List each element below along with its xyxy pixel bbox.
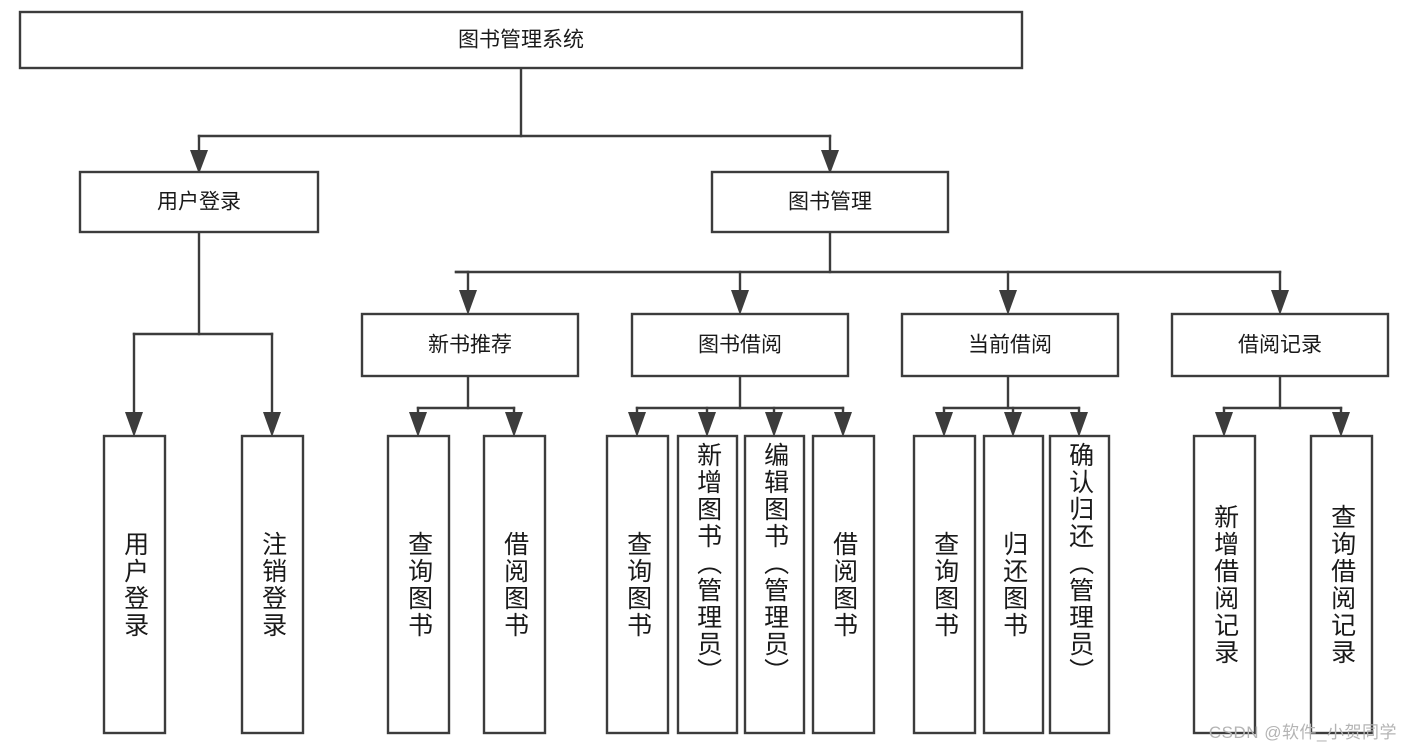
node-book-manage-label: 图书管理 [788, 191, 872, 214]
node-root[interactable]: 图书管理系统 [18, 10, 1024, 70]
node-leaf-return-book-box[interactable] [982, 434, 1045, 735]
node-book-manage-box[interactable] [710, 170, 950, 234]
arrow-head-leaf-return-book [1004, 412, 1022, 437]
node-leaf-borrow-book-1-box[interactable] [482, 434, 547, 735]
node-new-book-rec-label: 新书推荐 [428, 334, 512, 357]
arrow-head-leaf-add-record [1215, 412, 1233, 437]
csdn-watermark: CSDN @软件_小贺同学 [1208, 723, 1397, 742]
node-leaf-edit-book-box[interactable] [743, 434, 806, 735]
node-book-manage[interactable]: 图书管理 [710, 170, 950, 234]
arrow-head-leaf-add-book [698, 412, 716, 437]
node-current-borrow-label: 当前借阅 [968, 334, 1052, 357]
arrow-head-leaf-borrow-book-2 [834, 412, 852, 437]
arrow-head-book-borrow [731, 290, 749, 315]
arrow-head-leaf-borrow-book-1 [505, 412, 523, 437]
arrow-head-leaf-query-book-2 [628, 412, 646, 437]
node-user-login-box[interactable] [78, 170, 320, 234]
node-borrow-record-box[interactable] [1170, 312, 1390, 378]
node-current-borrow[interactable]: 当前借阅 [900, 312, 1120, 378]
arrow-head-leaf-user-logout [263, 412, 281, 437]
arrow-head-leaf-confirm-return [1070, 412, 1088, 437]
arrow-head-leaf-edit-book [765, 412, 783, 437]
node-borrow-record[interactable]: 借阅记录 [1170, 312, 1390, 378]
arrow-head-leaf-user-login [125, 412, 143, 437]
node-book-borrow[interactable]: 图书借阅 [630, 312, 850, 378]
node-leaf-add-record-box[interactable] [1192, 434, 1257, 735]
arrow-head-leaf-query-book-1 [409, 412, 427, 437]
node-leaf-query-record-box[interactable] [1309, 434, 1374, 735]
node-root-label: 图书管理系统 [458, 29, 584, 52]
leaf-boxes-group [102, 434, 1374, 735]
arrow-head-leaf-query-book-3 [935, 412, 953, 437]
arrow-head-current-borrow [999, 290, 1017, 315]
node-book-borrow-box[interactable] [630, 312, 850, 378]
node-leaf-query-book-3-box[interactable] [912, 434, 977, 735]
arrow-head-user-login [190, 150, 208, 174]
node-user-login[interactable]: 用户登录 [78, 170, 320, 234]
node-leaf-confirm-return-box[interactable] [1048, 434, 1111, 735]
node-book-borrow-label: 图书借阅 [698, 334, 782, 357]
node-root-box[interactable] [18, 10, 1024, 70]
arrow-head-borrow-record [1271, 290, 1289, 315]
node-leaf-add-book-box[interactable] [676, 434, 739, 735]
node-new-book-rec-box[interactable] [360, 312, 580, 378]
node-leaf-user-logout-box[interactable] [240, 434, 305, 735]
node-leaf-user-login-box[interactable] [102, 434, 167, 735]
node-leaf-query-book-2-box[interactable] [605, 434, 670, 735]
node-leaf-borrow-book-2-box[interactable] [811, 434, 876, 735]
arrow-head-leaf-query-record [1332, 412, 1350, 437]
node-new-book-rec[interactable]: 新书推荐 [360, 312, 580, 378]
node-leaf-query-book-1-box[interactable] [386, 434, 451, 735]
connectors-group [125, 66, 1350, 437]
node-current-borrow-box[interactable] [900, 312, 1120, 378]
arrow-head-book-manage [821, 150, 839, 174]
node-borrow-record-label: 借阅记录 [1238, 334, 1322, 357]
node-user-login-label: 用户登录 [157, 191, 241, 214]
arrow-head-new-book-rec [459, 290, 477, 315]
